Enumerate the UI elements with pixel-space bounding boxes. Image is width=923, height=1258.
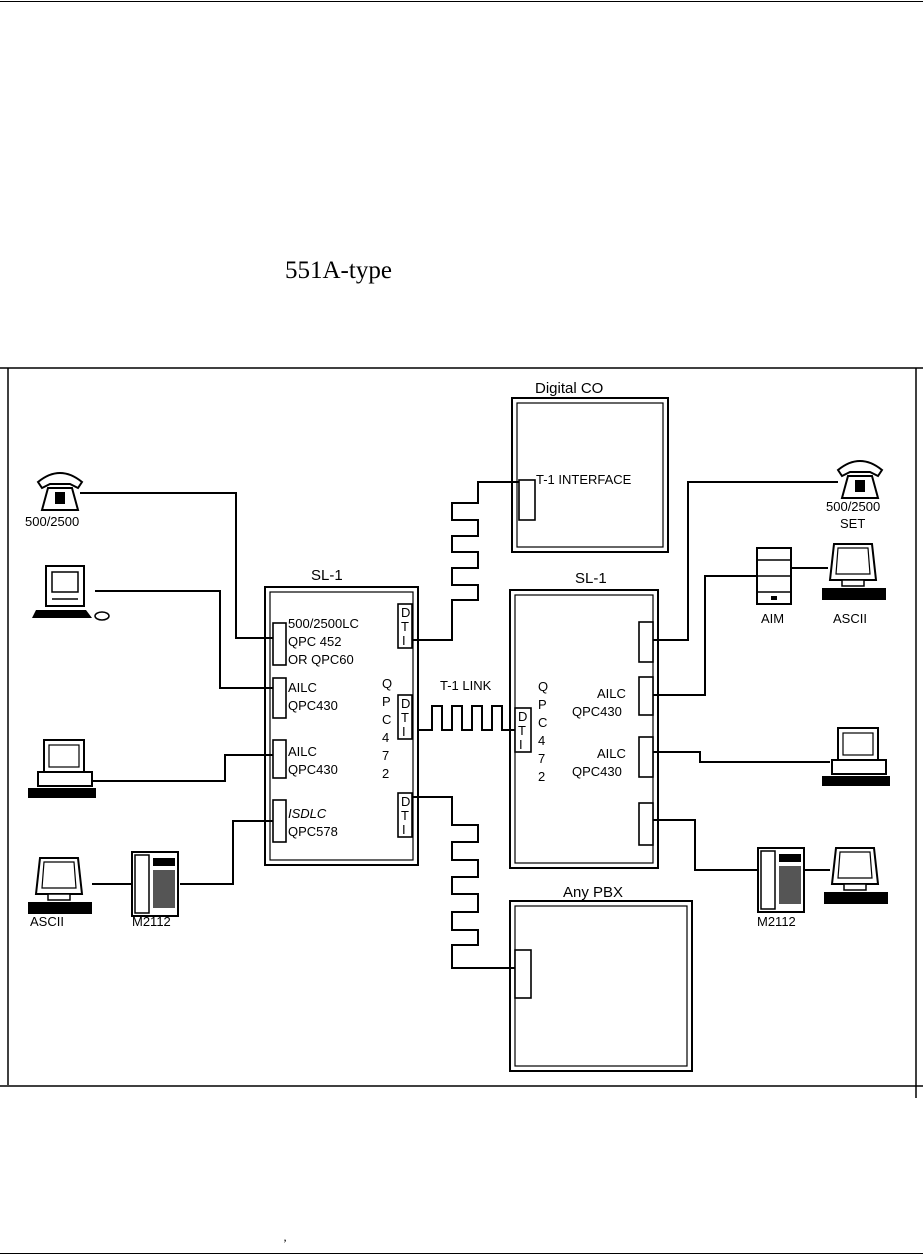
dti-letter: D <box>401 605 410 620</box>
link-right-m2112 <box>653 819 758 871</box>
top-rule <box>0 1 923 2</box>
m2112-phone-icon <box>757 847 805 913</box>
t1-link-wave <box>418 705 515 731</box>
left-qpc-letter: C <box>382 712 391 727</box>
left-qpc-letter: P <box>382 694 391 709</box>
left-phone-label: 500/2500 <box>25 514 79 529</box>
m2112-phone-icon <box>131 851 179 917</box>
heading-fragment: 551A-type <box>285 257 392 284</box>
link-right-phone <box>653 481 838 641</box>
dti-letter: I <box>402 822 406 837</box>
right-card-2-line-1: AILC <box>597 746 626 761</box>
left-card-1-line-3: OR QPC60 <box>288 652 354 667</box>
pbx-trunk-slot <box>514 949 532 999</box>
link-right-aim <box>653 575 757 696</box>
left-m2112-label: M2112 <box>132 914 171 929</box>
link-left-mac <box>95 590 273 689</box>
link-to-digital-co <box>412 481 519 641</box>
left-card-4-line-2: QPC578 <box>288 824 338 839</box>
left-qpc-letter: Q <box>382 676 392 691</box>
right-sl1-title: SL-1 <box>575 570 607 587</box>
left-card-slot <box>272 739 287 779</box>
left-card-1-line-1: 500/2500LC <box>288 616 359 631</box>
ascii-terminal-icon <box>28 857 92 914</box>
right-qpc-letter: P <box>538 697 547 712</box>
link-right-pc <box>653 751 830 763</box>
phone-icon <box>836 460 884 499</box>
left-sl1: SL-1 500/2500LC QPC 452 OR QPC60 AILC QP… <box>264 567 419 866</box>
left-qpc-letter: 7 <box>382 748 389 763</box>
mac-computer-icon <box>32 565 110 621</box>
any-pbx: Any PBX <box>509 884 693 1072</box>
dti-letter: D <box>518 709 527 724</box>
right-phone-label: 500/2500 <box>826 499 880 514</box>
pc-icon <box>822 727 890 786</box>
dti-letter: I <box>402 633 406 648</box>
phone-icon <box>36 472 84 511</box>
left-dti-middle <box>397 694 413 740</box>
left-card-2-line-2: QPC430 <box>288 698 338 713</box>
right-m2112-label: M2112 <box>757 914 796 929</box>
dti-letter: I <box>402 724 406 739</box>
left-card-slot <box>272 622 287 666</box>
left-sl1-title: SL-1 <box>311 567 343 584</box>
link-to-any-pbx <box>412 796 515 969</box>
footer-mark: ’ <box>283 1236 287 1250</box>
link-left-phone <box>80 492 273 639</box>
right-sl1: SL-1 Q P C 4 7 2 D T I AILC QPC430 AILC … <box>509 570 659 869</box>
dti-letter: D <box>401 794 410 809</box>
ascii-terminal-icon <box>822 543 886 600</box>
dti-letter: D <box>401 696 410 711</box>
digital-co-title: Digital CO <box>535 380 603 397</box>
right-card-slot <box>638 676 654 716</box>
left-ascii-label: ASCII <box>30 914 64 929</box>
dti-letter: T <box>401 710 409 725</box>
right-card-slot <box>638 802 654 846</box>
left-card-slot <box>272 677 287 719</box>
dti-letter: T <box>518 723 526 738</box>
dti-letter: T <box>401 808 409 823</box>
link-left-m2112 <box>180 820 273 885</box>
dti-letter: I <box>519 737 523 752</box>
left-card-slot <box>272 799 287 843</box>
right-card-1-line-2: QPC430 <box>572 704 622 719</box>
right-qpc-letter: C <box>538 715 547 730</box>
right-phone-sub: SET <box>840 516 865 531</box>
ascii-terminal-icon <box>824 847 888 904</box>
bottom-rule <box>0 1253 923 1254</box>
right-card-2-line-2: QPC430 <box>572 764 622 779</box>
aim-label: AIM <box>761 611 784 626</box>
left-qpc-letter: 4 <box>382 730 389 745</box>
right-card-slot <box>638 736 654 778</box>
right-card-slot <box>638 621 654 663</box>
any-pbx-title: Any PBX <box>563 884 623 901</box>
t1-link-label: T-1 LINK <box>440 678 492 693</box>
left-qpc-letter: 2 <box>382 766 389 781</box>
left-card-2-line-1: AILC <box>288 680 317 695</box>
dti-letter: T <box>401 619 409 634</box>
right-qpc-letter: 7 <box>538 751 545 766</box>
right-qpc-letter: 4 <box>538 733 545 748</box>
aim-icon <box>756 547 792 605</box>
link-left-pc <box>90 754 273 782</box>
t1-interface-label: T-1 INTERFACE <box>536 472 632 487</box>
t1-interface-slot <box>518 479 536 521</box>
digital-co: Digital CO T-1 INTERFACE <box>511 380 669 553</box>
left-card-1-line-2: QPC 452 <box>288 634 341 649</box>
right-card-1-line-1: AILC <box>597 686 626 701</box>
right-ascii-label: ASCII <box>833 611 867 626</box>
left-dti-top <box>397 603 413 649</box>
left-card-3-line-1: AILC <box>288 744 317 759</box>
right-qpc-letter: Q <box>538 679 548 694</box>
pc-icon <box>28 739 96 798</box>
left-card-3-line-2: QPC430 <box>288 762 338 777</box>
right-qpc-letter: 2 <box>538 769 545 784</box>
left-dti-bottom <box>397 792 413 838</box>
left-card-4-line-1: ISDLC <box>288 806 327 821</box>
